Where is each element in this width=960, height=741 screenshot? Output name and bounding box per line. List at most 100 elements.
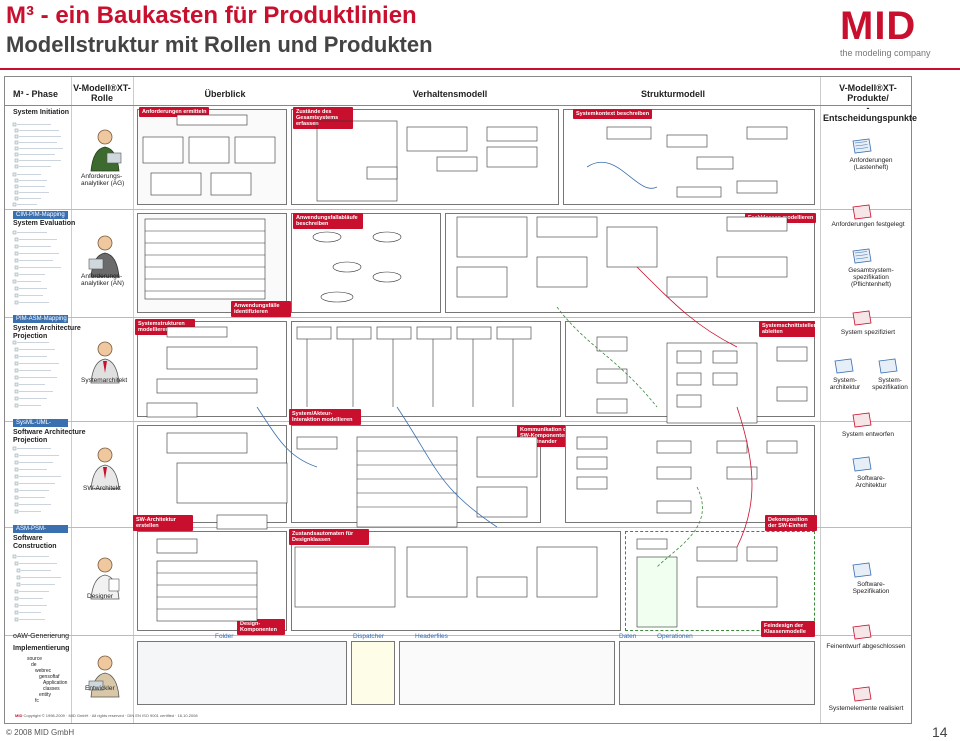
behavior-panel <box>291 213 441 313</box>
person-icon <box>90 129 122 172</box>
code-daten-panel <box>619 641 815 705</box>
tab-operationen: Operationen <box>657 633 693 640</box>
slide-subtitle: Modellstruktur mit Rollen und Produkten <box>6 32 433 57</box>
lane-separator <box>5 317 911 318</box>
mid-logo: MID the modeling company <box>840 6 956 62</box>
milestone-flag-icon <box>852 310 872 326</box>
column-header-produkte-line1: V-Modell®XT-Produkte/ <box>839 83 897 103</box>
column-header-produkte: V-Modell®XT-Produkte/ -Entscheidungspunk… <box>823 83 918 123</box>
activity-anwendungsfaelle-identifizieren: Anwendungsfälle identifizieren <box>231 301 291 317</box>
column-separator <box>133 77 134 723</box>
activity-anwendungsfallablaeufe: Anwendungsfallabläufe beschreiben <box>293 213 363 229</box>
phase-title-system-initiation: System Initiation <box>13 109 70 116</box>
tree-item: webrec <box>35 668 52 674</box>
tab-dispatcher: Dispatcher <box>353 633 385 640</box>
role-label-systemarchitekt: Systemarchitekt <box>81 377 128 384</box>
activity-systemkontext-beschreiben: Systemkontext beschreiben <box>573 109 653 119</box>
milestone-system-spezifiziert: System spezifiziert <box>840 329 896 336</box>
phase-title-software-construction: Software Construction <box>13 535 57 550</box>
tree-item: source <box>27 656 43 662</box>
tree-item: fc <box>35 698 39 704</box>
milestone-feinentwurf-abgeschlossen: Feinentwurf abgeschlossen <box>826 643 906 650</box>
footer-copyright: © 2008 MID GmbH <box>6 728 75 737</box>
frame-copyright: MID Copyright © 1998-2009 · MID GmbH · A… <box>15 713 198 718</box>
person-icon <box>88 235 120 278</box>
tree-outline-initiation <box>12 122 63 207</box>
tree-item: gensoftaf <box>39 674 60 680</box>
implementierung-tree: source de webrec gensoftaf Application c… <box>21 656 67 704</box>
code-folder-panel <box>137 641 347 705</box>
role-label-sw-architekt: SW-Architekt <box>83 485 121 492</box>
role-label-entwickler: Entwickler <box>85 685 115 692</box>
milestone-flag-icon <box>852 412 872 428</box>
person-icon <box>90 341 120 384</box>
milestone-anforderungen-festgelegt: Anforderungen festgelegt <box>831 221 905 228</box>
tree-item: de <box>31 662 37 668</box>
person-icon <box>90 447 120 490</box>
column-header-ueberblick: Überblick <box>204 89 246 99</box>
slide-title: M³ - ein Baukasten für Produktlinien <box>6 2 417 29</box>
product-systemarchitektur: System- architektur <box>829 377 861 391</box>
product-software-architektur: Software- Architektur <box>855 475 887 489</box>
diagram-frame: M³ - Phase V-Modell®XT- Rolle Überblick … <box>4 76 918 724</box>
role-label-anforderungsanalytiker-ag: Anforderungs- analytiker (AG) <box>81 173 125 187</box>
document-stack-icon <box>878 358 898 374</box>
model-diagram-detail <box>142 114 808 628</box>
column-header-rolle-line2: Rolle <box>90 93 113 103</box>
tree-item: entity <box>39 692 51 698</box>
product-gesamtsystemspezifikation: Gesamtsystem- spezifikation (Pflichtenhe… <box>848 267 894 288</box>
document-stack-icon <box>852 456 872 472</box>
phase-title-system-evaluation: System Evaluation <box>13 220 76 227</box>
phase-title-implementierung: Implementierung <box>13 645 70 652</box>
column-header-rolle-line1: V-Modell®XT- <box>73 83 131 93</box>
code-headerfiles-panel <box>399 641 615 705</box>
column-header-verhaltensmodell: Verhaltensmodell <box>412 89 488 99</box>
code-dispatcher-panel <box>351 641 395 705</box>
column-header-strukturmodell: Strukturmodell <box>640 89 705 99</box>
milestone-system-entworfen: System entworfen <box>841 431 895 438</box>
milestone-flag-icon <box>852 686 872 702</box>
phase-title-oaw-generierung: oAW-Generierung <box>13 633 70 640</box>
lane-separator <box>5 527 911 528</box>
person-icon <box>88 655 120 698</box>
column-separator <box>71 77 72 723</box>
column-separator <box>820 77 821 723</box>
mapping-bar-sysml-uml: SysML-UML-Mapping <box>13 419 68 434</box>
activity-sw-architektur-erstellen: SW-Architektur erstellen <box>133 515 193 531</box>
frame-copyright-text: Copyright © 1998-2009 · MID GmbH · All r… <box>23 713 198 718</box>
frame-copyright-brand: MID <box>15 713 23 718</box>
phase-title-software-architecture: Software Architecture Projection <box>13 429 86 444</box>
milestone-flag-icon <box>852 624 872 640</box>
activity-anforderungen-ermitteln: Anforderungen ermitteln <box>139 107 210 117</box>
document-stack-icon <box>834 358 854 374</box>
phase-title-system-architecture: System Architecture Projection <box>13 325 81 340</box>
document-stack-icon <box>852 248 872 264</box>
logo-letters: MID <box>840 4 917 48</box>
role-label-anforderungsanalytiker-an: Anforderungs- analytiker (AN) <box>81 273 124 287</box>
role-label-designer: Designer <box>87 593 114 600</box>
activity-zustaende-erfassen: Zustände des Gesamtsystems erfassen <box>293 107 353 129</box>
document-stack-icon <box>852 562 872 578</box>
product-anforderungen-lastenheft: Anforderungen (Lastenheft) <box>849 157 893 171</box>
activity-systemschnittstellen-ableiten: Systemschnittstellen ableiten <box>759 321 817 337</box>
header-rule <box>0 68 960 70</box>
milestone-systemelemente-realisiert: Systemelemente realisiert <box>828 705 904 712</box>
lane-separator <box>5 635 911 636</box>
product-systemspezifikation: System- spezifikation <box>872 377 908 391</box>
column-header-produkte-line2: -Entscheidungspunkte <box>823 103 918 123</box>
activity-zustandsautomaten: Zustandsautomaten für Designklassen <box>289 529 369 545</box>
tab-daten: Daten <box>619 633 637 640</box>
column-header-phase: M³ - Phase <box>13 89 59 99</box>
activity-feindesign-klassenmodelle: Feindesign der Klassenmodelle <box>761 621 815 637</box>
lane-separator <box>5 421 911 422</box>
person-icon <box>90 557 120 600</box>
activity-system-akteur-interaktion: System/Akteur-Interaktion modellieren <box>289 409 361 425</box>
document-stack-icon <box>852 138 872 154</box>
tab-headerfiles: Headerfiles <box>415 633 448 640</box>
logo-tagline: the modeling company <box>840 48 931 58</box>
tree-outline-system-architecture <box>12 340 59 408</box>
product-software-spezifikation: Software- Spezifikation <box>852 581 890 595</box>
activity-design-komponenten: Design-Komponenten <box>237 619 285 635</box>
tab-folder: Folder <box>215 633 234 640</box>
mapping-bar-asm-psm: ASM-PSM-Mapping <box>13 525 68 540</box>
